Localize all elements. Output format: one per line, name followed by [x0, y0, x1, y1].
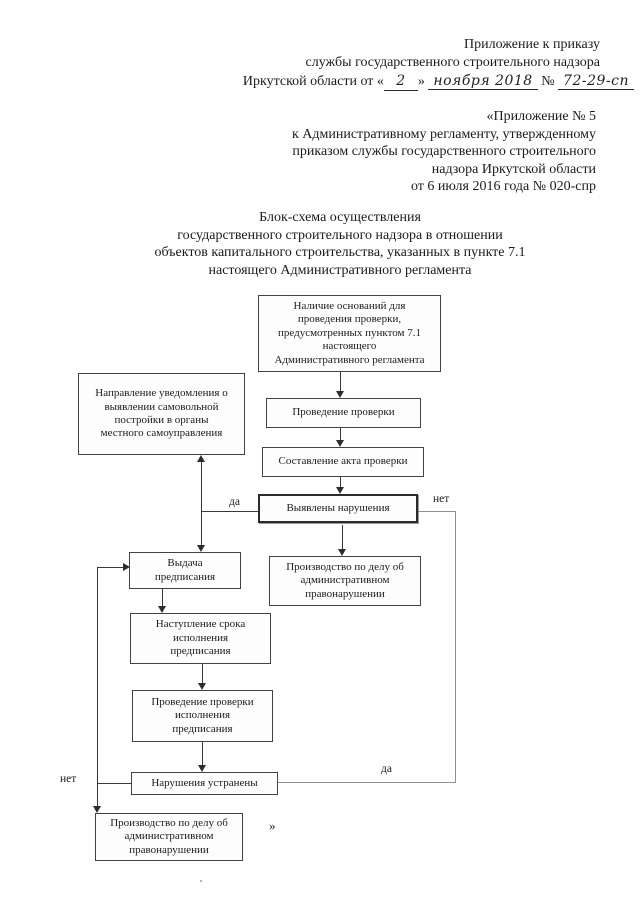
- flow-box-admin-case-bottom: Производство по делу об административном…: [95, 813, 243, 861]
- connector-order-deadline: [162, 589, 163, 607]
- handwritten-order-number: 72-29-сп: [558, 73, 634, 90]
- number-sign: №: [541, 74, 555, 89]
- date-prefix: Иркутской области от «: [242, 74, 384, 89]
- branch-label-fixed-no: нет: [60, 773, 77, 785]
- connector-right-vertical: [455, 511, 456, 783]
- appendix-regulation-line1: «Приложение № 5: [486, 109, 597, 124]
- appendix-regulation-line3: приказом службы государственного строите…: [292, 144, 596, 159]
- flow-box-act: Составление акта проверки: [262, 447, 424, 477]
- arrowhead-into-admincase-bottom: [93, 806, 101, 813]
- arrowhead-into-violations: [336, 487, 344, 494]
- connector-loop-to-order: [97, 567, 124, 568]
- scan-speck: [200, 880, 202, 882]
- branch-label-fixed-yes: да: [381, 763, 392, 775]
- arrowhead-into-order-check: [198, 683, 206, 690]
- handwritten-day: 2: [383, 72, 418, 91]
- flow-box-order-issue: Выдача предписания: [129, 552, 241, 589]
- arrowhead-into-admincase: [338, 549, 346, 556]
- flow-box-order-check: Проведение проверки исполнения предписан…: [132, 690, 273, 742]
- flow-box-deadline: Наступление срока исполнения предписания: [130, 613, 271, 664]
- connector-fixed-no: [97, 783, 131, 784]
- connector-no-branch: [418, 511, 456, 512]
- connector-deadline-check: [202, 664, 203, 684]
- connector-inspection-act: [340, 428, 341, 441]
- closing-quote-mark: »: [269, 818, 276, 833]
- appendix-order-line1: Приложение к приказу: [464, 37, 600, 52]
- flow-box-inspection: Проведение проверки: [266, 398, 421, 428]
- date-close-quote: »: [417, 74, 425, 89]
- flow-box-violations-found: Выявлены нарушения: [258, 494, 418, 523]
- title-line1: Блок-схема осуществления: [259, 210, 421, 225]
- appendix-regulation-line5: от 6 июля 2016 года № 020-спр: [410, 179, 596, 194]
- branch-label-found-no: нет: [433, 493, 450, 505]
- connector-check-fixed: [202, 742, 203, 766]
- appendix-regulation-line4: надзора Иркутской области: [431, 161, 596, 177]
- appendix-order-line2: службы государственного строительного на…: [305, 55, 600, 70]
- appendix-order-block: Приложение к приказу службы государствен…: [243, 36, 634, 91]
- branch-label-found-yes: да: [229, 496, 240, 508]
- page-title: Блок-схема осуществления государственног…: [40, 209, 640, 279]
- connector-act-violations: [340, 477, 341, 488]
- connector-fixed-yes: [278, 782, 456, 783]
- handwritten-month-year: ноября 2018: [428, 73, 538, 90]
- connector-left-vertical: [97, 567, 98, 807]
- arrowhead-into-order-issue-top: [197, 545, 205, 552]
- flow-box-admin-case-right: Производство по делу об административном…: [269, 556, 421, 606]
- arrowhead-into-act: [336, 440, 344, 447]
- arrowhead-into-violations-fixed: [198, 765, 206, 772]
- title-line4: настоящего Административного регламента: [208, 262, 472, 278]
- flow-box-notice-self-build: Направление уведомления о выявлении само…: [78, 373, 245, 455]
- title-line3: объектов капитального строительства, ука…: [154, 245, 526, 260]
- appendix-regulation-line2: к Административному регламенту, утвержде…: [291, 126, 596, 142]
- arrowhead-into-inspection: [336, 391, 344, 398]
- connector-yes-branch: [201, 511, 258, 512]
- arrowhead-into-order-issue-left: [123, 563, 130, 571]
- appendix-order-line3: Иркутской области от «2» ноября 2018 № 7…: [243, 72, 634, 91]
- flow-box-violations-fixed: Нарушения устранены: [131, 772, 278, 795]
- connector-notice-order: [201, 461, 202, 546]
- title-line2: государственного строительного надзора в…: [177, 227, 503, 243]
- arrowhead-into-deadline: [158, 606, 166, 613]
- appendix-regulation-block: «Приложение № 5 к Административному регл…: [292, 108, 596, 196]
- connector-violations-admincase: [342, 525, 343, 550]
- flow-box-grounds: Наличие оснований для проведения проверк…: [258, 295, 441, 372]
- connector-grounds-inspection: [340, 372, 341, 392]
- arrowhead-into-notice: [197, 455, 205, 462]
